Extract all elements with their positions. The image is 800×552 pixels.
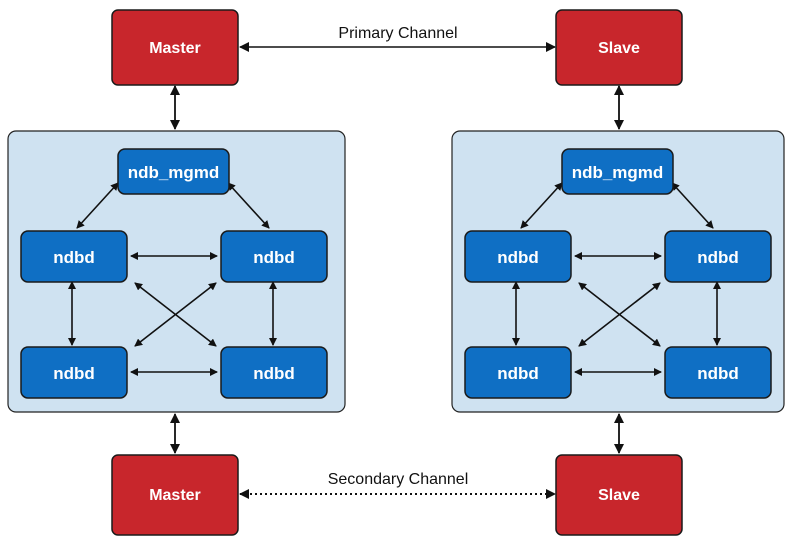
left-ndbd-label-1: ndbd bbox=[53, 248, 95, 267]
right-ndbd-label-3: ndbd bbox=[497, 364, 539, 383]
right-ndbd-label-4: ndbd bbox=[697, 364, 739, 383]
left-ndbd-node-2: ndbd bbox=[220, 230, 328, 283]
right-link-mgmd-ndbd2 bbox=[671, 182, 714, 229]
master-top-box: Master bbox=[111, 9, 239, 86]
master-top-label: Master bbox=[149, 40, 201, 57]
left-link-mgmd-ndbd1 bbox=[76, 182, 119, 229]
right-ndbd-label-2: ndbd bbox=[697, 248, 739, 267]
secondary-channel-label: Secondary Channel bbox=[328, 471, 469, 488]
left-link-ndbd2-ndbd3 bbox=[134, 282, 217, 347]
right-ndbd-node-4: ndbd bbox=[664, 346, 772, 399]
slave-top-box: Slave bbox=[555, 9, 683, 86]
left-ndbd-node-4: ndbd bbox=[220, 346, 328, 399]
left-link-mgmd-ndbd2 bbox=[227, 182, 270, 229]
right-ndbd-label-1: ndbd bbox=[497, 248, 539, 267]
master-bottom-box: Master bbox=[111, 454, 239, 536]
left-ndb-mgmd-node: ndb_mgmd bbox=[117, 148, 230, 195]
left-ndbd-label-4: ndbd bbox=[253, 364, 295, 383]
left-ndbd-node-3: ndbd bbox=[20, 346, 128, 399]
slave-bottom-label: Slave bbox=[598, 487, 640, 504]
right-ndb-mgmd-label: ndb_mgmd bbox=[572, 163, 664, 182]
master-bottom-label: Master bbox=[149, 487, 201, 504]
right-link-mgmd-ndbd1 bbox=[520, 182, 563, 229]
slave-top-label: Slave bbox=[598, 40, 640, 57]
left-ndbd-label-3: ndbd bbox=[53, 364, 95, 383]
right-ndbd-node-3: ndbd bbox=[464, 346, 572, 399]
left-ndb-mgmd-label: ndb_mgmd bbox=[128, 163, 220, 182]
left-ndbd-node-1: ndbd bbox=[20, 230, 128, 283]
right-ndbd-node-1: ndbd bbox=[464, 230, 572, 283]
right-ndb-mgmd-node: ndb_mgmd bbox=[561, 148, 674, 195]
right-link-ndbd2-ndbd3 bbox=[578, 282, 661, 347]
slave-bottom-box: Slave bbox=[555, 454, 683, 536]
primary-channel-label: Primary Channel bbox=[338, 25, 457, 42]
left-ndbd-label-2: ndbd bbox=[253, 248, 295, 267]
right-ndbd-node-2: ndbd bbox=[664, 230, 772, 283]
